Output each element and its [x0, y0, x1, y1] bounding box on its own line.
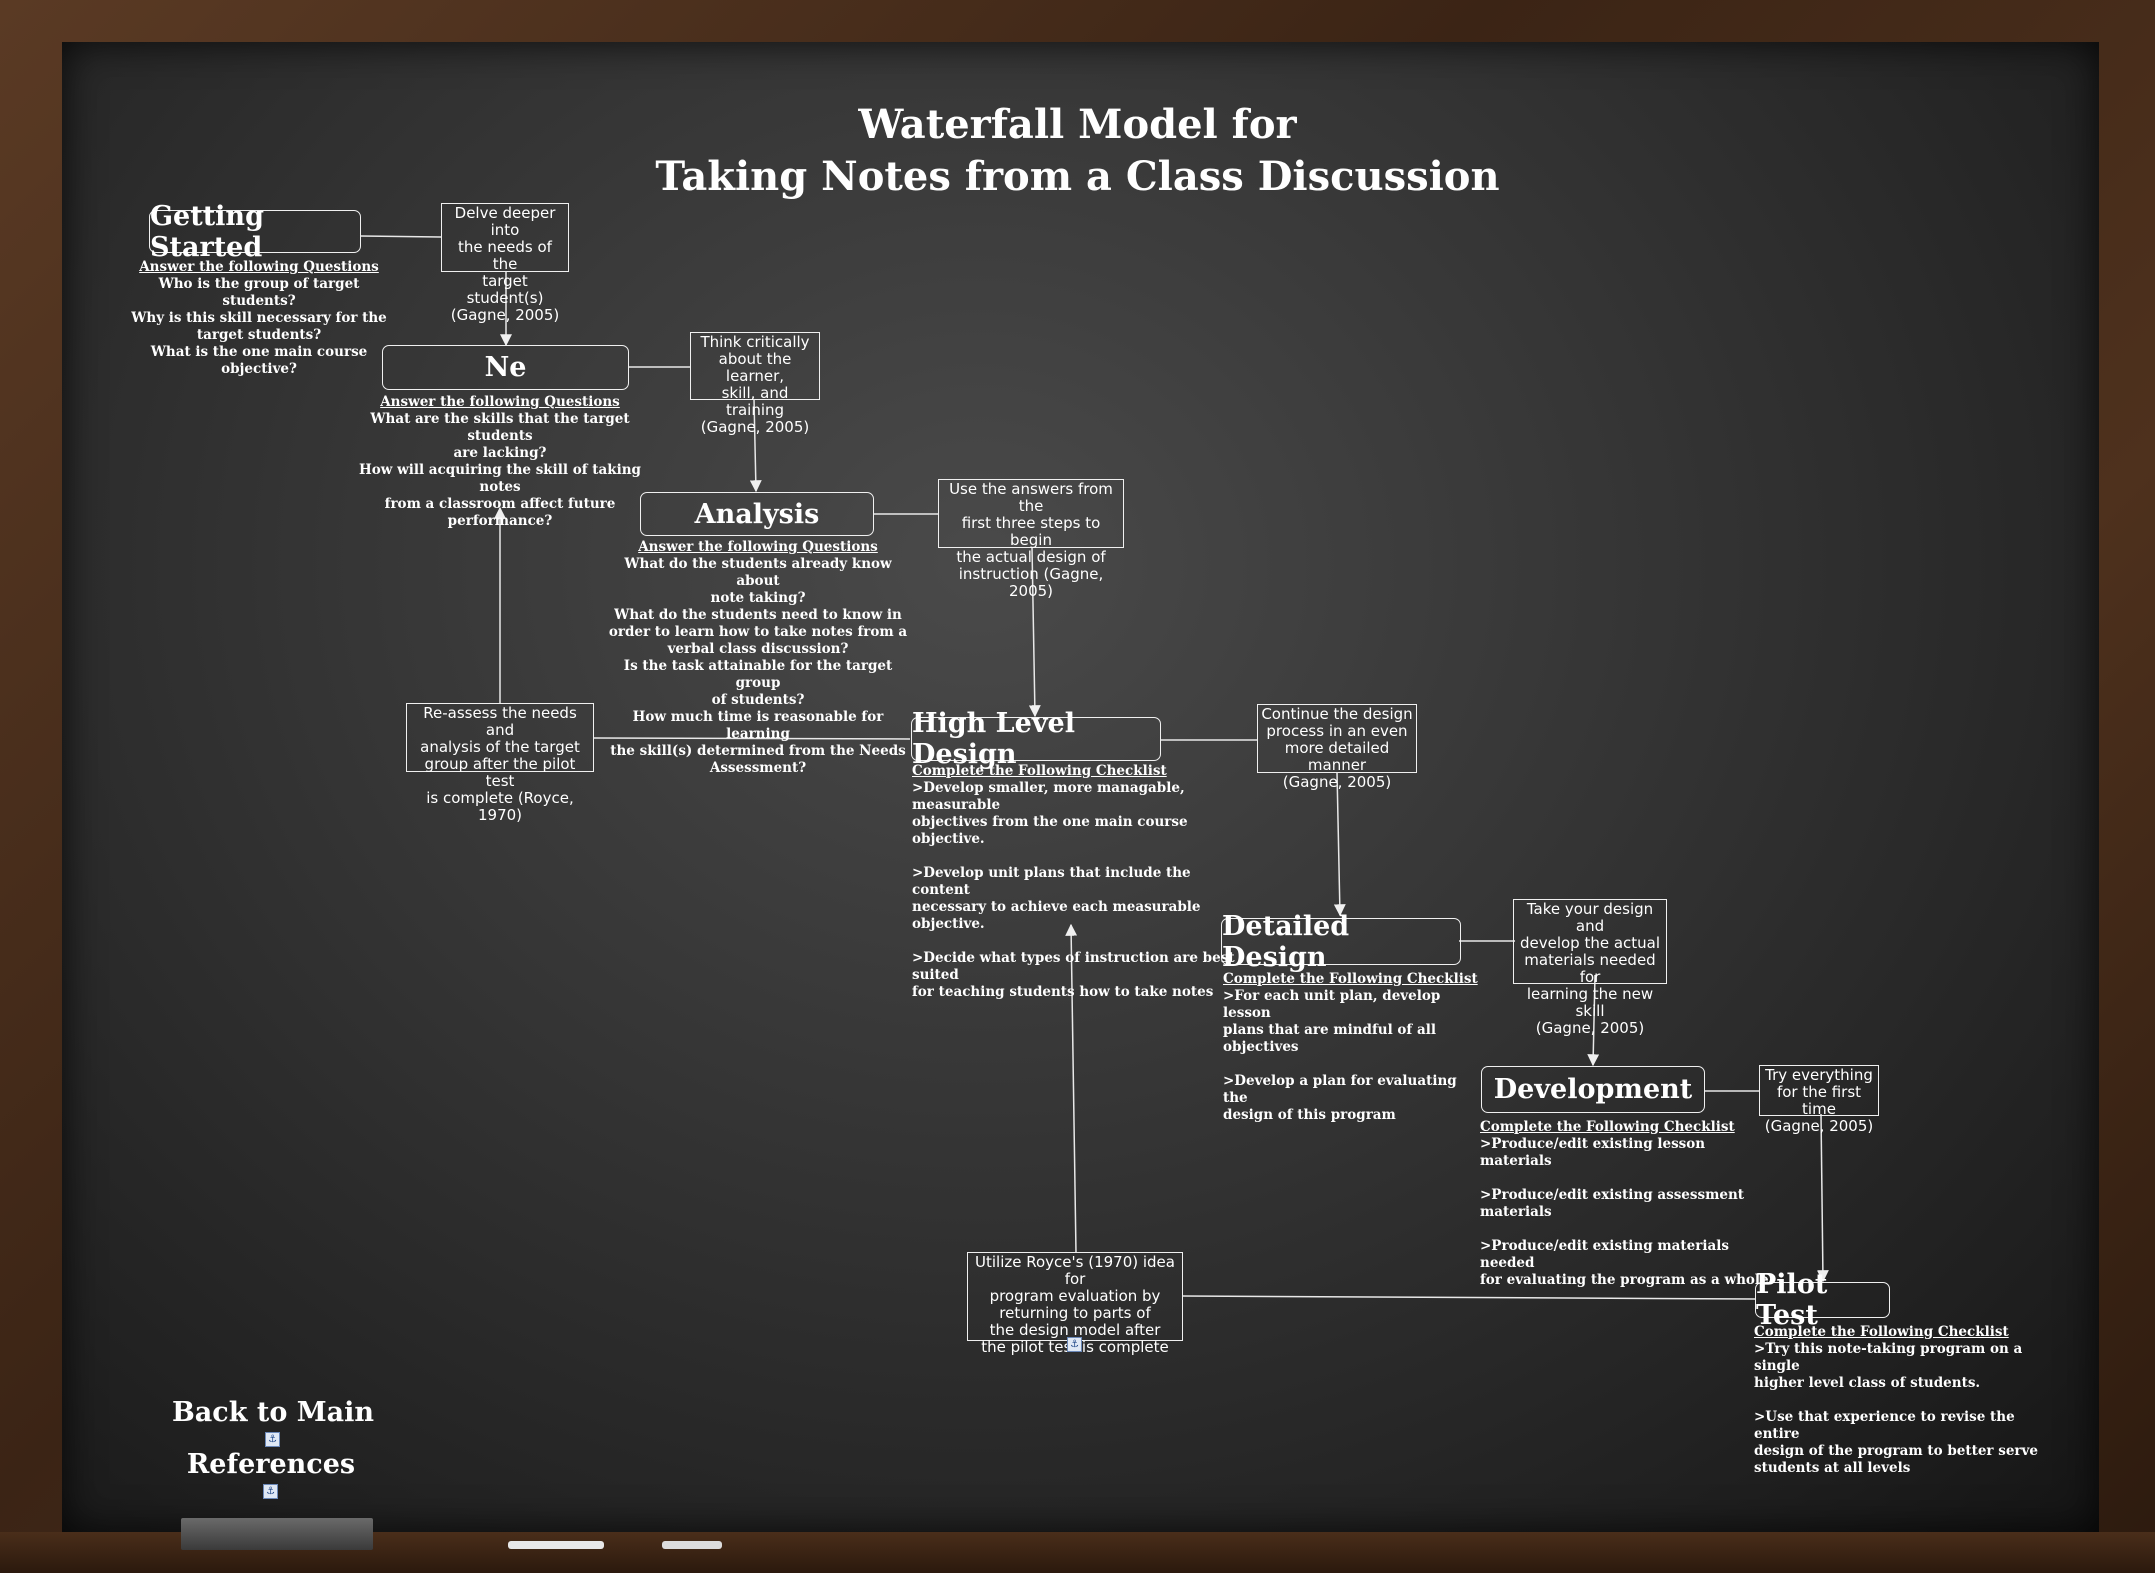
page-subtitle: Taking Notes from a Class Discussion: [655, 153, 1500, 200]
hyperlink-icon[interactable]: ⚓: [1067, 1337, 1082, 1352]
connector: [593, 737, 911, 740]
step-detailed-design: Detailed Design: [1221, 911, 1461, 973]
arrow: [1065, 923, 1078, 1254]
chalk-piece: [662, 1541, 722, 1549]
hyperlink-icon[interactable]: ⚓: [265, 1432, 280, 1447]
questions-getting-started: Answer the following Questions Who is th…: [131, 259, 387, 377]
back-to-main-link[interactable]: Back to Main: [171, 1397, 374, 1428]
arrow: [1587, 974, 1600, 1067]
arrow: [1333, 771, 1346, 917]
step-analysis: Analysis: [640, 492, 874, 536]
references-link[interactable]: References: [186, 1449, 356, 1480]
step-pilot-test: Pilot Test: [1755, 1269, 1890, 1331]
arrow: [749, 398, 762, 493]
step-high-level-design: High Level Design: [911, 708, 1161, 770]
hyperlink-icon[interactable]: ⚓: [263, 1484, 278, 1499]
arrow: [1816, 1113, 1829, 1283]
connector: [359, 235, 442, 238]
step-development: Development: [1481, 1066, 1705, 1113]
checklist-pilot-test: Complete the Following Checklist >Try th…: [1754, 1324, 2038, 1476]
step-getting-started: Getting Started: [149, 201, 361, 263]
checklist-high-level-design: Complete the Following Checklist >Develo…: [912, 763, 1235, 1000]
chalk-piece: [508, 1541, 604, 1549]
checklist-development: Complete the Following Checklist >Produc…: [1480, 1119, 1769, 1288]
connector: [1181, 1295, 1756, 1300]
eraser: [181, 1518, 373, 1550]
step-ne: Ne: [382, 345, 629, 390]
checklist-detailed-design: Complete the Following Checklist >For ea…: [1223, 971, 1478, 1123]
questions-analysis: Answer the following Questions What do t…: [608, 539, 908, 776]
page-title: Waterfall Model for: [858, 101, 1297, 148]
questions-ne: Answer the following Questions What are …: [359, 394, 641, 529]
arrow: [1028, 546, 1041, 718]
